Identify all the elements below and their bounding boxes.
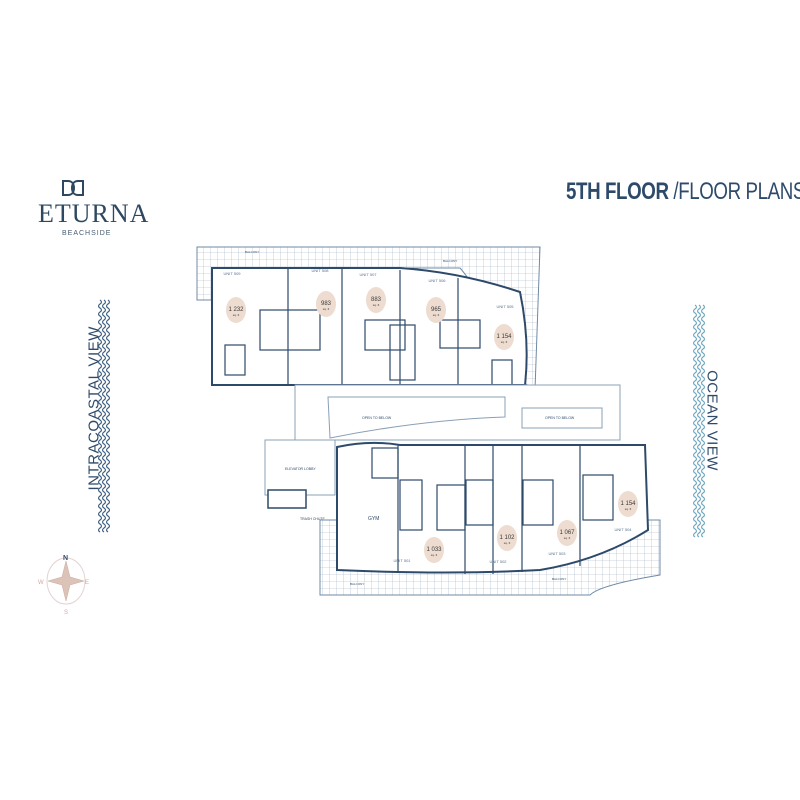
area-badge	[494, 324, 514, 350]
trash-chute-label: TRASH CHUTE	[300, 517, 326, 521]
balcony-label-bottom: BALCONY	[350, 582, 364, 586]
unit-area: 983	[321, 301, 332, 307]
area-badge	[557, 520, 577, 546]
unit-area-unit: sq. ft	[373, 303, 380, 307]
compass-n: N	[63, 555, 68, 562]
unit-area-unit: sq. ft	[433, 313, 440, 317]
unit-label: UNIT 509	[223, 271, 241, 276]
unit-area: 1 033	[426, 547, 442, 553]
compass-w: W	[38, 580, 44, 586]
open-to-below-label-2: OPEN TO BELOW	[545, 416, 575, 420]
title-floor: 5TH FLOOR	[566, 178, 669, 205]
wave-left-icon	[97, 299, 111, 533]
compass-icon: N W E S	[38, 555, 89, 616]
open-to-below-1	[327, 396, 506, 439]
unit-area-unit: sq. ft	[501, 340, 508, 344]
wave-line	[105, 299, 111, 533]
unit-area: 1 232	[228, 307, 244, 313]
unit-label: UNIT 505	[496, 304, 514, 309]
area-badge	[316, 291, 336, 317]
wave-right-icon	[692, 304, 706, 538]
area-badge	[226, 297, 246, 323]
unit-area: 1 154	[496, 334, 512, 340]
open-to-below-2	[521, 407, 603, 429]
compass-e: E	[85, 580, 89, 586]
balcony-label-bottom-2: BALCONY	[552, 577, 566, 581]
unit-area-unit: sq. ft	[233, 313, 240, 317]
open-to-below-label: OPEN TO BELOW	[362, 416, 392, 420]
area-badge	[424, 537, 444, 563]
unit-area: 1 102	[499, 535, 515, 541]
unit-label: UNIT 503	[548, 551, 566, 556]
unit-area: 1 154	[620, 501, 636, 507]
area-badge	[497, 525, 517, 551]
compass-s: S	[64, 610, 68, 616]
logo-monogram-icon	[62, 180, 84, 196]
balcony-label-top: BALCONY	[245, 250, 259, 254]
unit-label: UNIT 502	[489, 559, 507, 564]
gym-label: GYM	[368, 516, 379, 522]
elevator-lobby-label: ELEVATOR LOBBY	[285, 467, 316, 471]
unit-label: UNIT 507	[359, 272, 377, 277]
elevator-lobby	[264, 439, 336, 496]
brand-name: ETURNA	[38, 199, 150, 228]
unit-label: UNIT 504	[614, 527, 632, 532]
unit-area-unit: sq. ft	[431, 553, 438, 557]
area-badge	[618, 491, 638, 517]
unit-area-unit: sq. ft	[323, 307, 330, 311]
title-floor-plans: /FLOOR PLANS	[673, 178, 800, 205]
area-badge	[366, 287, 386, 313]
wave-line	[101, 299, 107, 533]
page-title: 5TH FLOOR /FLOOR PLANS	[566, 178, 800, 206]
unit-area-unit: sq. ft	[504, 541, 511, 545]
wave-line	[700, 304, 706, 538]
wave-line	[692, 304, 698, 538]
top-units	[211, 267, 528, 386]
unit-area: 1 067	[559, 530, 575, 536]
unit-area-unit: sq. ft	[564, 536, 571, 540]
wave-line	[696, 304, 702, 538]
wave-line	[97, 299, 103, 533]
unit-area: 965	[431, 307, 442, 313]
brand-subtitle: BEACHSIDE	[62, 230, 112, 237]
balcony-label-top-2: BALCONY	[443, 259, 457, 263]
elevators	[267, 489, 307, 509]
area-badge	[426, 297, 446, 323]
unit-label: UNIT 506	[428, 278, 446, 283]
unit-label: UNIT 501	[393, 558, 411, 563]
unit-area-unit: sq. ft	[625, 507, 632, 511]
unit-area: 883	[371, 297, 382, 303]
unit-label: UNIT 508	[311, 268, 329, 273]
